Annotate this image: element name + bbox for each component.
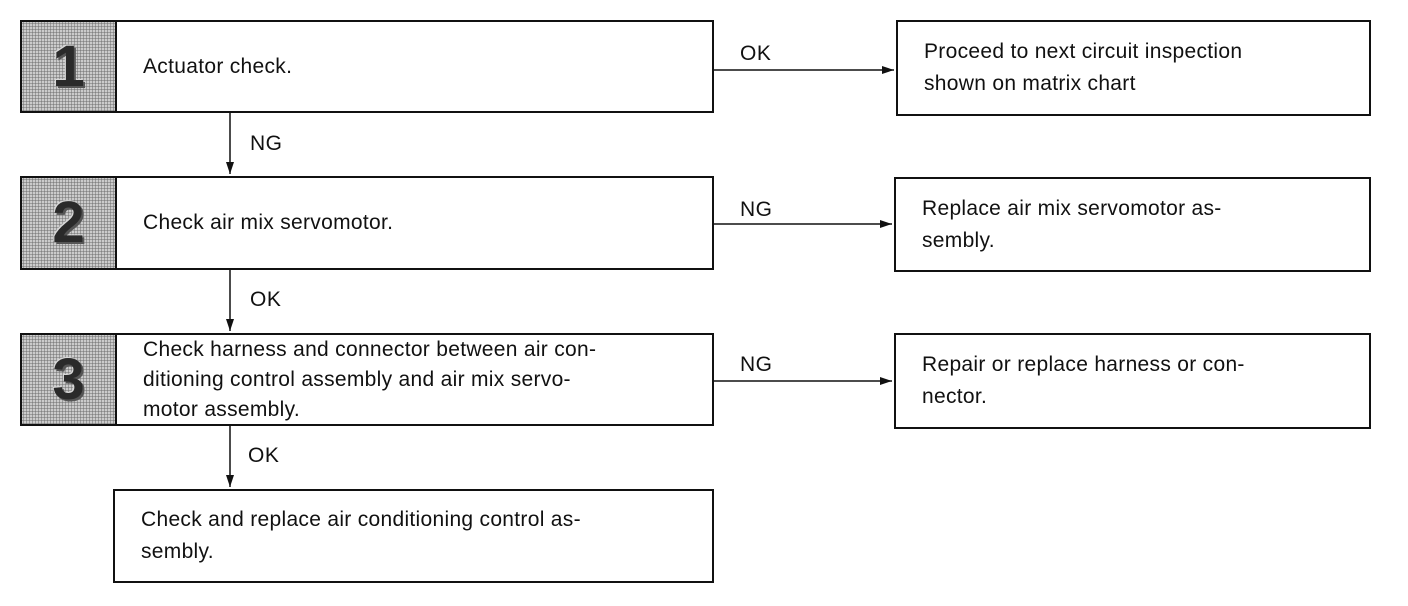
step-1-number: 1 <box>52 33 85 99</box>
step-2-box: 2 Check air mix servomotor. <box>20 176 714 270</box>
step-2-result-text: Replace air mix servomotor as- sembly. <box>922 196 1222 252</box>
step-3-box: 3 Check harness and connector between ai… <box>20 333 714 426</box>
step-3-text: Check harness and connector between air … <box>143 337 597 421</box>
final-action-text: Check and replace air conditioning contr… <box>141 508 581 563</box>
step-3-result-text: Repair or replace harness or con- nector… <box>922 353 1245 408</box>
step-3-result-box: Repair or replace harness or con- nector… <box>894 333 1371 429</box>
step-1-result-text: Proceed to next circuit inspection shown… <box>924 40 1243 95</box>
step-3-down-branch-label: OK <box>248 444 280 467</box>
step-1-side-branch-label: OK <box>740 42 772 65</box>
step-2-side-branch-label: NG <box>740 198 773 221</box>
step-2-number: 2 <box>52 190 85 255</box>
step-2-text: Check air mix servomotor. <box>143 211 394 234</box>
step-1-result-box: Proceed to next circuit inspection shown… <box>896 20 1371 116</box>
step-2-number-badge: 2 <box>22 178 117 268</box>
step-2-down-branch-label: OK <box>250 288 282 311</box>
step-3-number: 3 <box>52 346 85 412</box>
step-3-number-badge: 3 <box>22 335 117 424</box>
step-1-down-branch-label: NG <box>250 132 283 155</box>
step-2-result-box: Replace air mix servomotor as- sembly. <box>894 177 1371 272</box>
step-1-text: Actuator check. <box>143 54 293 78</box>
step-1-number-badge: 1 <box>22 22 117 111</box>
step-3-side-branch-label: NG <box>740 353 773 376</box>
step-1-box: 1 Actuator check. <box>20 20 714 113</box>
final-action-box: Check and replace air conditioning contr… <box>113 489 714 583</box>
